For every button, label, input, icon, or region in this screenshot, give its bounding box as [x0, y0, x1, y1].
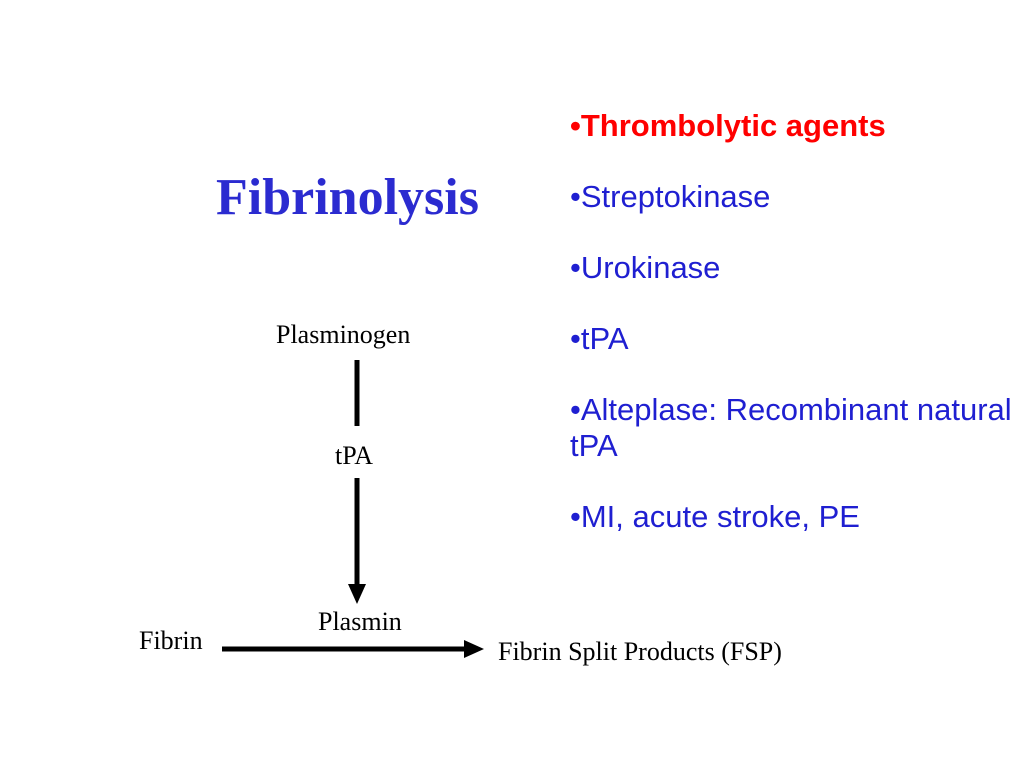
tpa-to-plasmin-arrowhead [348, 584, 366, 604]
bullet-text: Alteplase: Recombinant natural tPA [570, 392, 1012, 463]
bullet-text: MI, acute stroke, PE [580, 499, 860, 534]
fibrin-to-fsp-arrowhead [464, 640, 484, 658]
node-plasminogen: Plasminogen [276, 320, 411, 349]
bullet-item-indications: •MI, acute stroke, PE [570, 499, 1020, 535]
node-fibrin: Fibrin [139, 626, 203, 655]
bullet-item-alteplase: •Alteplase: Recombinant natural tPA [570, 392, 1020, 464]
bullet-marker: • [570, 321, 581, 356]
bullet-marker: • [570, 250, 581, 285]
bullet-item-streptokinase: •Streptokinase [570, 179, 1020, 215]
bullet-text: Urokinase [580, 250, 721, 285]
bullet-text: tPA [580, 321, 629, 356]
bullet-marker: • [570, 179, 581, 214]
bullet-item-urokinase: •Urokinase [570, 250, 1020, 286]
bullet-list: •Thrombolytic agents •Streptokinase •Uro… [570, 108, 1020, 570]
bullet-marker: • [570, 108, 581, 143]
node-plasmin: Plasmin [318, 607, 402, 636]
slide-title: Fibrinolysis [216, 169, 479, 226]
node-tpa: tPA [335, 441, 374, 470]
bullet-item-tpa: •tPA [570, 321, 1020, 357]
bullet-text: Thrombolytic agents [580, 108, 886, 143]
bullet-item-thrombolytic-agents: •Thrombolytic agents [570, 108, 1020, 144]
bullet-text: Streptokinase [580, 179, 771, 214]
bullet-marker: • [570, 392, 581, 427]
bullet-marker: • [570, 499, 581, 534]
node-fibrin-split-products: Fibrin Split Products (FSP) [498, 637, 782, 666]
